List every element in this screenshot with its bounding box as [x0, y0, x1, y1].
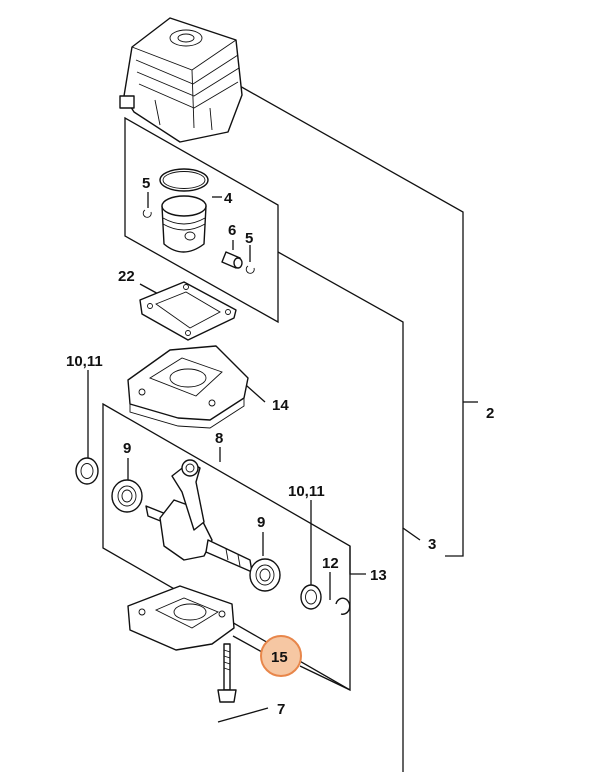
callout-2: 2 — [486, 405, 494, 422]
piston-ring-part — [159, 168, 209, 192]
circlip-part — [335, 597, 351, 615]
callout-15: 15 — [271, 649, 288, 666]
leader-lines — [87, 84, 478, 772]
callout-9b: 9 — [257, 514, 265, 531]
callout-8: 8 — [215, 430, 223, 447]
crankcase-upper-part — [127, 345, 249, 429]
callout-13: 13 — [370, 567, 387, 584]
callout-3: 3 — [428, 536, 436, 553]
screw-part — [217, 643, 237, 703]
bearing-left-part — [111, 479, 143, 513]
callout-12: 12 — [322, 555, 339, 572]
crankcase-lower-part — [127, 585, 235, 651]
piston-part — [142, 195, 255, 274]
oil-seal-left-part — [75, 457, 99, 485]
oil-seal-right-part — [300, 584, 322, 610]
cylinder-part — [119, 17, 243, 143]
bearing-right-part — [249, 558, 281, 592]
crankshaft-part — [145, 459, 253, 573]
callout-22: 22 — [118, 268, 135, 285]
callout-10-11b: 10,11 — [288, 483, 325, 500]
callout-10-11a: 10,11 — [66, 353, 103, 370]
callout-9a: 9 — [123, 440, 131, 457]
highlight-circle — [260, 635, 302, 677]
piston-pin-part — [221, 251, 243, 269]
callout-7: 7 — [277, 701, 285, 718]
gasket-part — [139, 281, 237, 341]
callout-4: 4 — [224, 190, 233, 207]
callout-14: 14 — [272, 397, 289, 414]
callout-5a: 5 — [142, 175, 150, 192]
callout-6: 6 — [228, 222, 236, 239]
callout-5b: 5 — [245, 230, 253, 247]
